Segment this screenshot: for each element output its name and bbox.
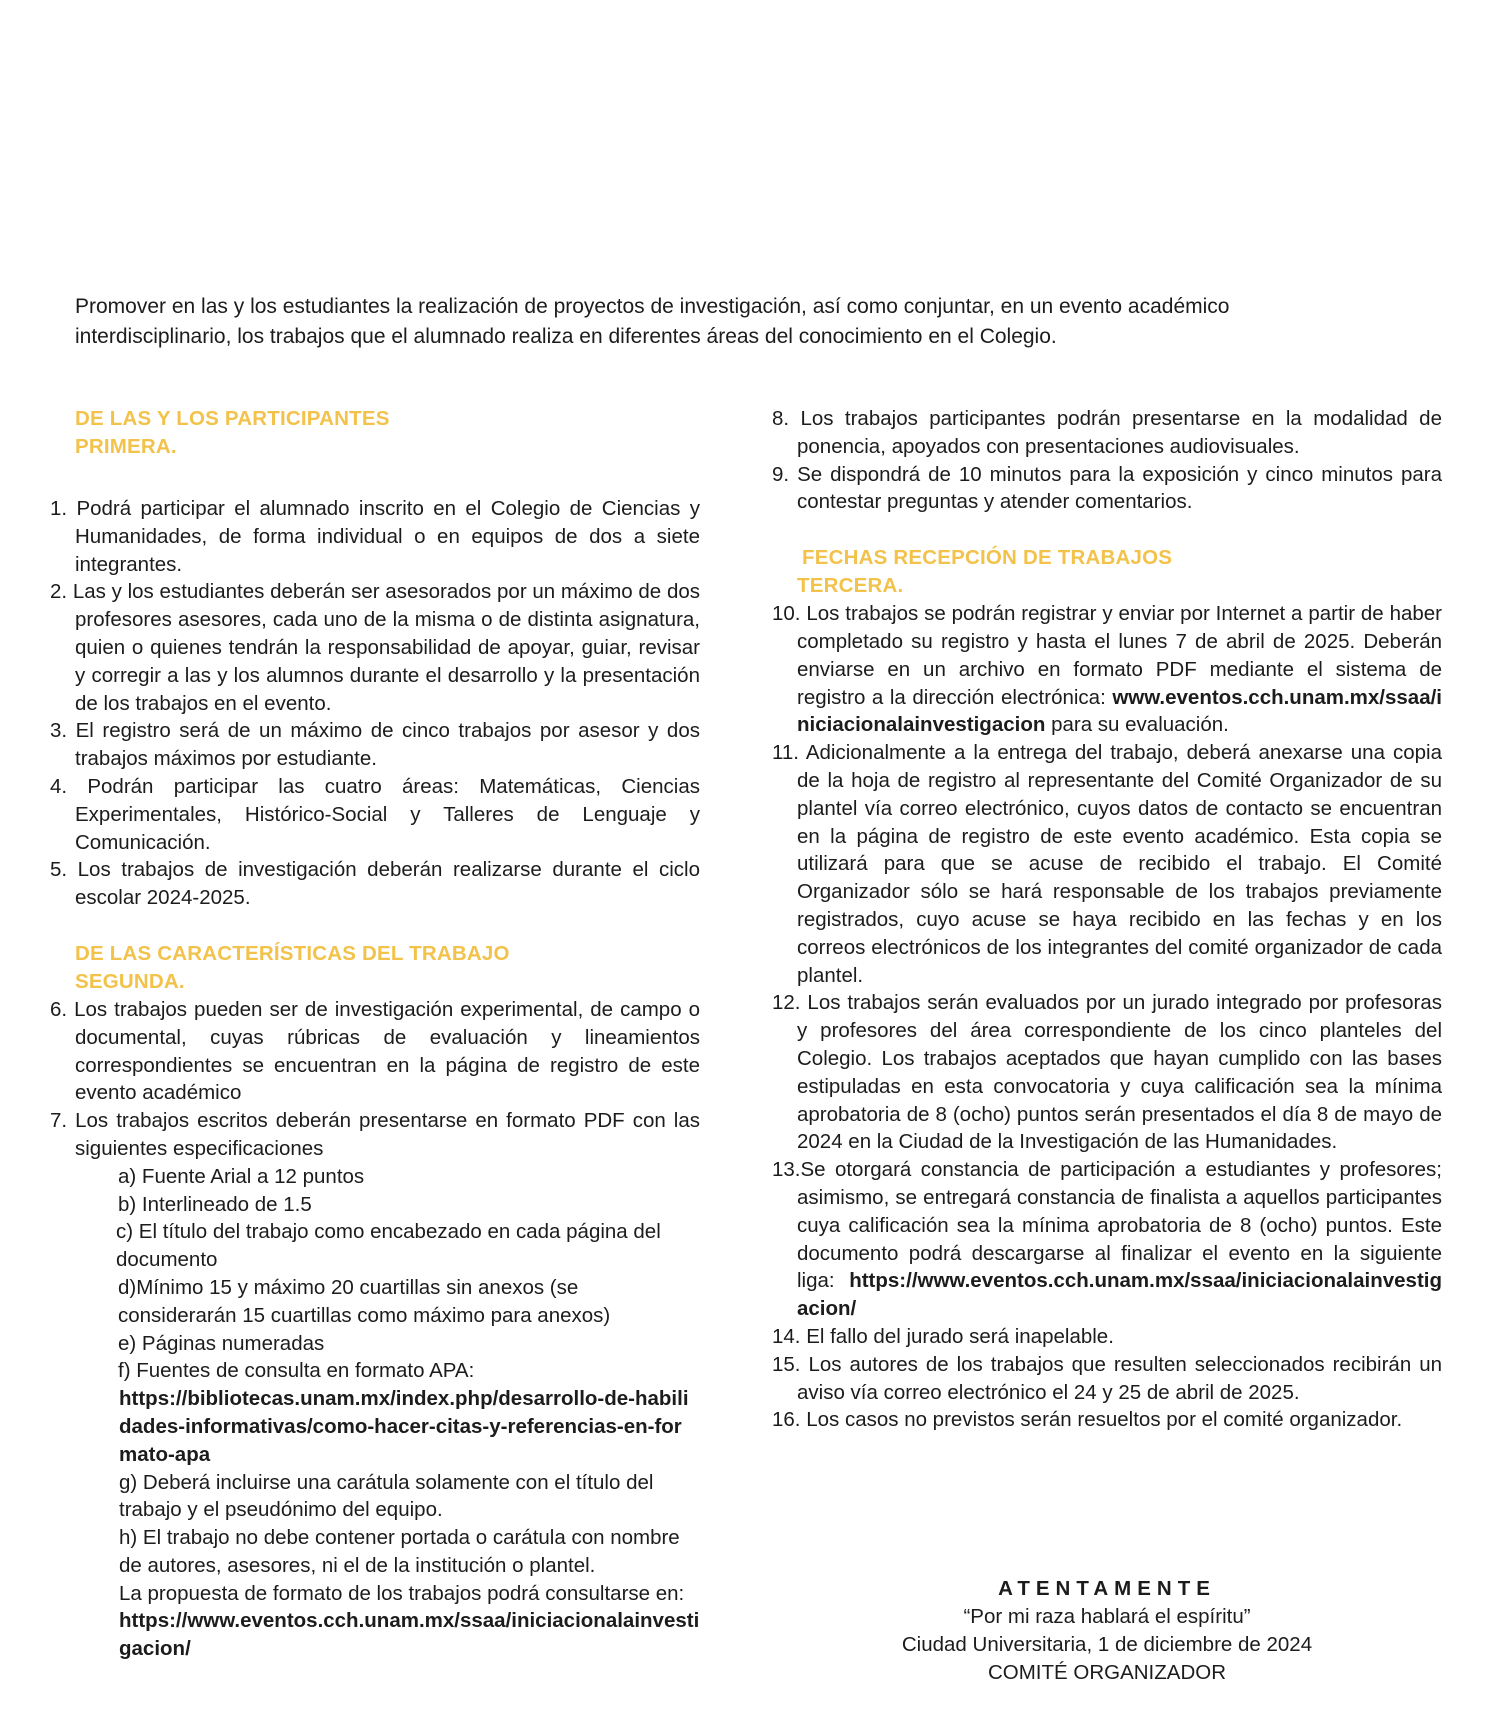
section-ordinal: TERCERA.: [797, 574, 904, 598]
list-item-12: 12. Los trabajos serán evaluados por un …: [772, 991, 1442, 1154]
right-column: 8. Los trabajos participantes podrán pre…: [772, 405, 1442, 1434]
section-title: DE LAS Y LOS PARTICIPANTES: [75, 407, 390, 430]
item-10-text: 10. Los trabajos se podrán registrar y e…: [772, 602, 1442, 709]
list-item-9: 9. Se dispondrá de 10 minutos para la ex…: [772, 462, 1442, 514]
atentamente-heading: ATENTAMENTE: [998, 1577, 1216, 1600]
list-item-7: 7. Los trabajos escritos deberán present…: [50, 1109, 700, 1160]
list-item-6: 6. Los trabajos pueden ser de investigac…: [50, 997, 700, 1105]
motto: “Por mi raza hablará el espíritu”: [963, 1605, 1251, 1628]
spec-g: g) Deberá incluirse una carátula solamen…: [119, 1470, 654, 1522]
section-title: FECHAS RECEPCIÓN DE TRABAJOS: [802, 546, 1173, 570]
list-item-15: 15. Los autores de los trabajos que resu…: [772, 1352, 1442, 1404]
closing-block: ATENTAMENTE “Por mi raza hablará el espí…: [772, 1575, 1442, 1687]
left-column: DE LAS Y LOS PARTICIPANTES PRIMERA. 1. P…: [50, 405, 700, 1663]
format-note: La propuesta de formato de los trabajos …: [119, 1581, 685, 1605]
list-item-10: 10. Los trabajos se podrán registrar y e…: [772, 600, 1442, 739]
list-item-2: 2. Las y los estudiantes deberán ser ase…: [50, 580, 700, 715]
spec-h: h) El trabajo no debe contener portada o…: [119, 1526, 680, 1577]
list-item-4: 4. Podrán participar las cuatro áreas: M…: [50, 774, 700, 854]
spec-e: e) Páginas numeradas: [118, 1331, 325, 1355]
spec-d: d)Mínimo 15 y máximo 20 cuartillas sin a…: [118, 1275, 611, 1327]
place-date: Ciudad Universitaria, 1 de diciembre de …: [901, 1633, 1313, 1656]
list-item-5: 5. Los trabajos de investigación deberán…: [50, 858, 700, 910]
list-item-1: 1. Podrá participar el alumnado inscrito…: [50, 497, 700, 576]
list-item-11: 11. Adicionalmente a la entrega del trab…: [772, 741, 1442, 987]
item-13-text: 13.Se otorgará constancia de participaci…: [772, 1158, 1442, 1293]
list-item-8: 8. Los trabajos participantes podrán pre…: [772, 407, 1442, 458]
format-link[interactable]: https://www.eventos.cch.unam.mx/ssaa/ini…: [119, 1609, 700, 1661]
intro-paragraph: Promover en las y los estudiantes la rea…: [75, 295, 1230, 348]
apa-reference-link[interactable]: https://bibliotecas.unam.mx/index.php/de…: [119, 1387, 689, 1466]
list-item-3: 3. El registro será de un máximo de cinc…: [50, 719, 700, 771]
spec-a: a) Fuente Arial a 12 puntos: [118, 1164, 365, 1188]
section-ordinal: SEGUNDA.: [75, 969, 185, 993]
list-item-16: 16. Los casos no previstos serán resuelt…: [772, 1408, 1403, 1432]
registration-link[interactable]: www.eventos.cch.unam.mx/ssaa/iniciaciona…: [797, 685, 1442, 737]
spec-b: b) Interlineado de 1.5: [118, 1192, 312, 1216]
item-10-tail: para su evaluación.: [1051, 713, 1229, 737]
section-heading-tercera: FECHAS RECEPCIÓN DE TRABAJOS TERCERA.: [772, 544, 1442, 600]
list-item-14: 14. El fallo del jurado será inapelable.: [772, 1324, 1114, 1348]
list-item-13: 13.Se otorgará constancia de participaci…: [772, 1156, 1442, 1323]
section-heading-segunda: DE LAS CARACTERÍSTICAS DEL TRABAJO SEGUN…: [50, 940, 700, 996]
spec-f: f) Fuentes de consulta en formato APA:: [118, 1359, 475, 1383]
section-ordinal: PRIMERA.: [75, 435, 177, 458]
committee-signature: COMITÉ ORGANIZADOR: [987, 1661, 1227, 1684]
section-title: DE LAS CARACTERÍSTICAS DEL TRABAJO: [75, 941, 510, 965]
certificate-link[interactable]: https://www.eventos.cch.unam.mx/ssaa/ini…: [797, 1269, 1442, 1321]
spec-c: c) El título del trabajo como encabezado…: [116, 1220, 661, 1272]
section-heading-primera: DE LAS Y LOS PARTICIPANTES PRIMERA.: [50, 405, 700, 461]
